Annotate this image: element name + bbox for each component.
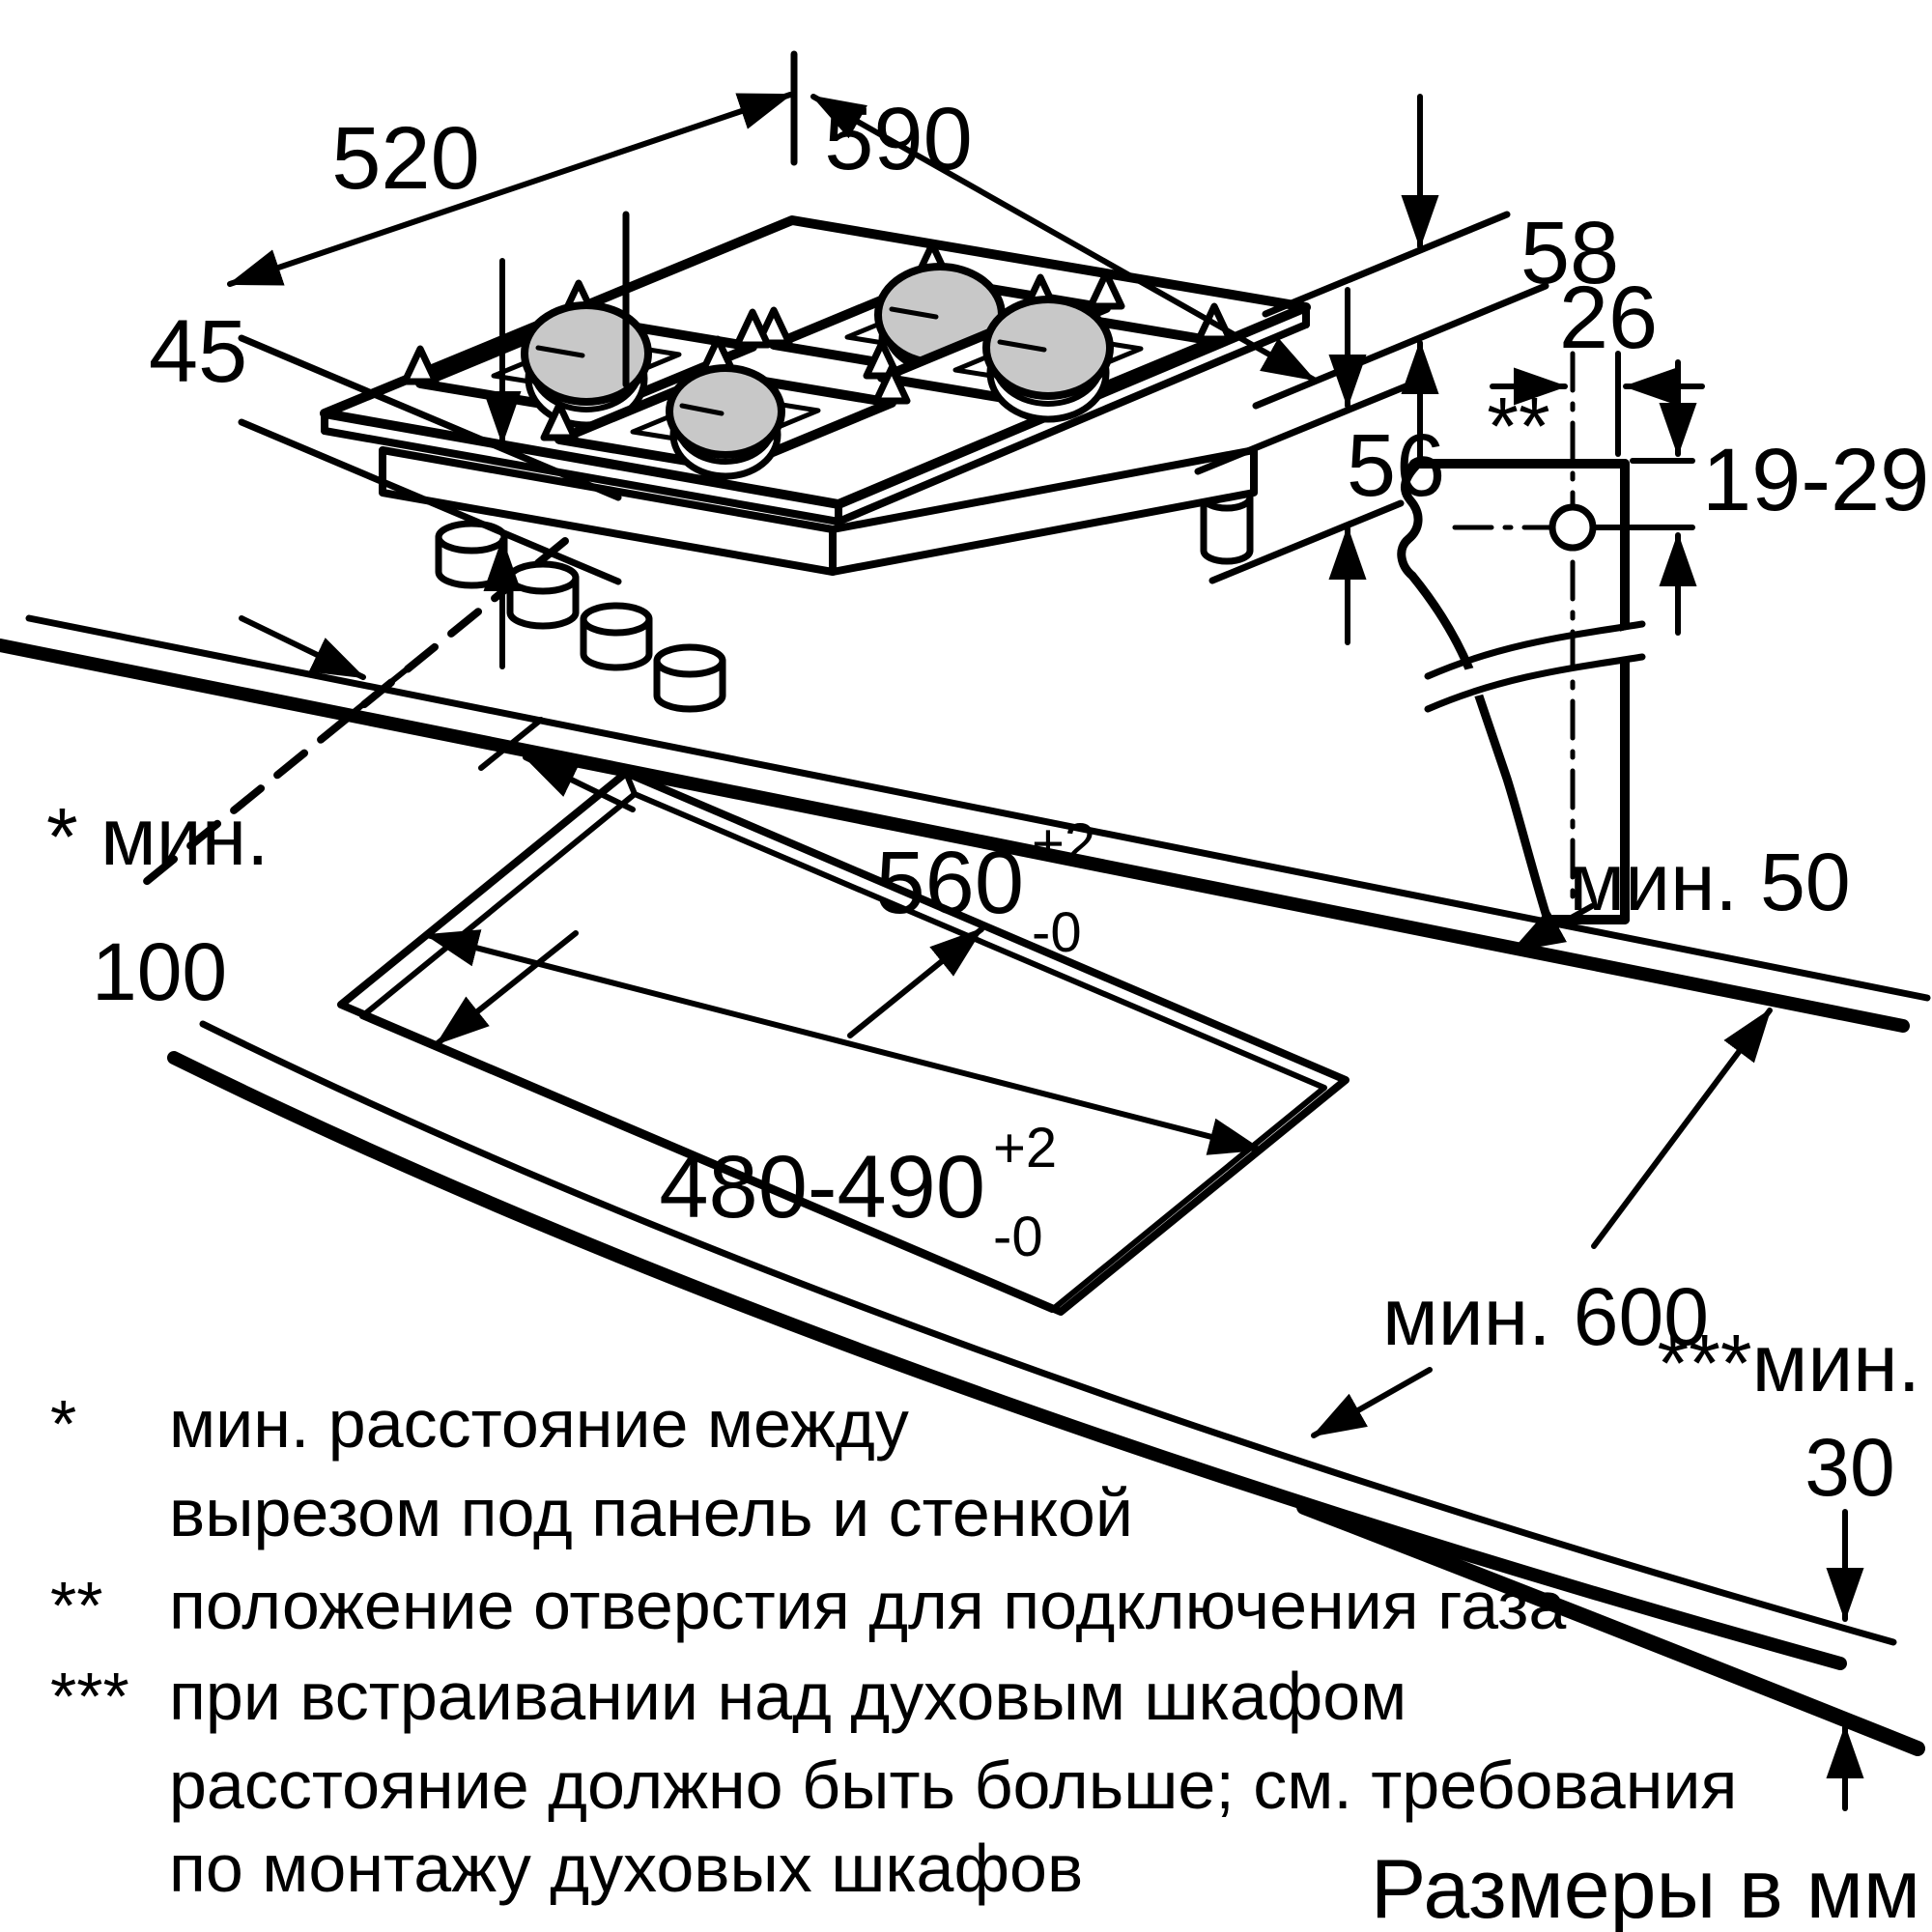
dim-600-arrow-up [1591,1008,1773,1249]
knob [653,643,726,678]
footnote-text: расстояние должно быть больше; см. требо… [169,1747,1737,1823]
units-title: Размеры в мм [1371,1843,1920,1932]
dim-56-label: 56 [1347,416,1445,515]
dim-19-29-label: 19-29 [1702,431,1929,529]
cutout-corner-tick [623,770,638,797]
footnote-marker: *** [50,1659,129,1734]
detail-left-profile [1397,459,1552,924]
dim-45-rail-bottom [238,418,622,585]
dim-26-label: 26 [1559,269,1658,367]
dim-min30-value: 30 [1804,1422,1894,1513]
dim-600-arrow-down [1311,1367,1433,1438]
dim-480-label: 480-490 [659,1138,985,1236]
dim-45-label: 45 [149,302,247,401]
dim-100-tick-1 [350,662,415,716]
dim-min30-label: ***мин. [1658,1318,1920,1408]
dim-100-arrow-right [523,754,636,812]
dim-520-line [227,92,793,287]
dim-590-label: 590 [824,90,973,188]
dim-min100-value: 100 [92,926,227,1017]
wall-top-line [25,614,1931,1002]
dim-min50-label: мин. 50 [1569,837,1850,927]
dim-520-label: 520 [331,109,480,208]
gas-connection-detail [1397,351,1646,924]
worktop-front-bottom-edge [167,1051,1847,1670]
footnote-text: по монтажу духовых шкафов [169,1831,1083,1906]
dim-min600-label: мин. 600 [1382,1271,1709,1362]
burner-cap [982,296,1114,400]
dim-560-label: 560 [876,834,1025,932]
hob-body-right-face [829,446,1258,576]
dim-560-tol-plus: +2 [1032,812,1095,875]
footnote-text: при встраивании над духовым шкафом [169,1659,1406,1734]
gas-hole [1548,503,1597,552]
dim-560-tol-minus: -0 [1032,901,1082,964]
footnote-text: вырезом под панель и стенкой [169,1475,1133,1550]
hob-leg [1200,494,1254,565]
gas-hole-marker: ** [1487,381,1549,471]
detail-break-line [1424,620,1646,680]
dim-58-label: 58 [1520,204,1619,302]
dim-45-rail-top [238,334,622,501]
dim-min100-label: * мин. [46,791,269,882]
dim-480-arrow-down [435,930,579,1046]
detail-break-line [1424,653,1646,713]
dimension-annotations: 520 590 58 45 56 26 ** 19-29 [46,50,1929,1811]
footnote-marker: * [50,1386,76,1462]
control-knobs [435,520,726,713]
dim-560-line [424,929,1264,1155]
dim-56-rail-top [1194,377,1424,475]
knob [506,560,580,595]
dim-56-rail-bottom [1208,499,1405,584]
dim-min50-arrow [1510,903,1595,953]
cabinet-front-line [1296,1499,1925,1756]
dim-100-tick-2 [478,717,544,771]
dim-58-rail-bottom [1252,282,1549,410]
footnotes: * мин. расстояние между вырезом под пане… [50,1386,1737,1906]
burner-cap [521,301,652,406]
wall-edge-line [0,639,1910,1033]
dim-590-line [810,94,1317,383]
dim-58-rail-top [1262,211,1511,318]
burner-cap [666,364,785,459]
footnote-marker: ** [50,1568,102,1643]
footnote-text: мин. расстояние между [169,1386,909,1462]
dim-100-arrow-left [239,615,366,680]
footnote-text: положение отверстия для подключения газа [169,1568,1566,1643]
worktop-front-top-edge [199,1020,1897,1646]
projection-dashed-line [142,537,569,886]
dim-480-tol-minus: -0 [993,1206,1043,1268]
knob [580,602,653,637]
dim-480-arrow-up [847,926,984,1038]
burner-front [540,335,911,480]
dim-480-tol-plus: +2 [993,1117,1057,1179]
